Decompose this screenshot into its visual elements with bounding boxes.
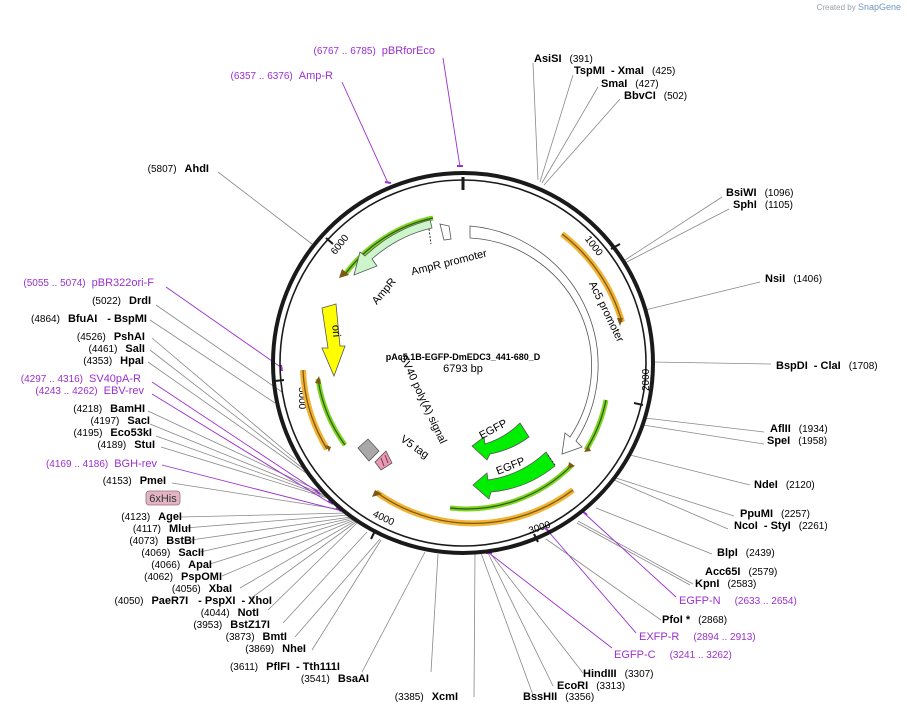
- enzyme-bsshii: BssHII(3356): [523, 691, 594, 703]
- enzyme-acc65i: Acc65I(2579): [705, 566, 777, 578]
- enzyme-eco53ki: (4195)Eco53kI: [74, 427, 153, 439]
- enzyme-kpni: KpnI(2583): [695, 578, 756, 590]
- enzyme-spei: SpeI(1958): [767, 435, 827, 447]
- feature-sv40-polya: [357, 438, 380, 462]
- tick-marks: [274, 237, 644, 543]
- label-v5-tag: V5 tag: [398, 433, 431, 461]
- enzyme-smai: SmaI(427): [601, 78, 659, 90]
- enzyme-noti: (4044)NotI: [201, 607, 259, 619]
- enzyme-sacii: (4069)SacII: [141, 547, 204, 559]
- enzyme-drdi: (5022)DrdI: [92, 295, 151, 307]
- snapgene-brand: Created by SnapGene: [817, 2, 901, 12]
- enzyme-ppumi: PpuMI(2257): [740, 508, 810, 520]
- primer-bgh-rev: (4169 .. 4186)BGH-rev: [46, 458, 158, 470]
- primer-ebv-rev: (4243 .. 4262)EBV-rev: [35, 385, 144, 397]
- tick-2000: 2000: [641, 368, 652, 391]
- enzyme-xcmi: (3385)XcmI: [395, 691, 458, 703]
- brand-created-by: Created by: [816, 3, 856, 12]
- enzyme-bbvci: BbvCI(502): [624, 90, 687, 102]
- tick-labels: 1000 2000 3000 4000 5000 6000: [296, 232, 652, 536]
- label-ampr: AmpR: [370, 276, 399, 307]
- feature-ampr-promoter: [439, 223, 452, 241]
- enzyme-bstbi: (4073)BstBI: [129, 535, 195, 547]
- label-ori: ori: [329, 324, 342, 337]
- enzyme-pfoi: PfoI *(2868): [662, 614, 727, 626]
- enzyme-asisi: AsiSI(391): [534, 53, 593, 65]
- primer-labels: (6767 .. 6785)pBRforEco (6357 .. 6376)Am…: [21, 45, 797, 661]
- primer-egfp-n: EGFP-N(2633 .. 2654): [679, 595, 797, 607]
- enzyme-bstz17i: (3953)BstZ17I: [193, 619, 270, 631]
- enzyme-labels-right: AsiSI(391) TspMI- XmaI(425) SmaI(427) Bb…: [523, 53, 878, 703]
- green-arcs: [315, 215, 609, 512]
- brand-name: SnapGene: [857, 2, 901, 12]
- enzyme-nhei: (3869)NheI: [245, 643, 306, 655]
- enzyme-hindiii: HindIII(3307): [583, 668, 654, 680]
- orf-arcs: [300, 231, 625, 527]
- enzyme-ncoi: NcoI- StyI(2261): [734, 520, 828, 532]
- feature-v5-tag: [374, 450, 393, 471]
- enzyme-stui: (4189)StuI: [97, 439, 155, 451]
- enzyme-hpai: (4353)HpaI: [83, 355, 144, 367]
- enzyme-bsaai: (3541)BsaAI: [301, 673, 369, 685]
- enzyme-pshai: (4526)PshAI: [77, 331, 145, 343]
- enzyme-sali: (4461)SalI: [89, 343, 145, 355]
- enzyme-bfuai: (4864)BfuAI- BspMI: [31, 313, 147, 325]
- primer-sv40pa-r: (4297 .. 4316)SV40pA-R: [21, 373, 141, 385]
- his-tag-text: 6xHis: [149, 493, 177, 505]
- feature-ac5-promoter: [469, 225, 599, 455]
- his-tag-label: 6xHis: [145, 490, 181, 506]
- plasmid-length: 6793 bp: [443, 363, 483, 375]
- primer-connectors: [151, 57, 677, 649]
- enzyme-aflii: AflII(1934): [770, 423, 828, 435]
- plasmid-name: pAc5.1B-EGFP-DmEDC3_441-680_D: [386, 352, 541, 362]
- tick-4000: 4000: [371, 509, 396, 529]
- feature-egfp-1: [471, 422, 530, 461]
- primer-amp-r: (6357 .. 6376)Amp-R: [231, 70, 334, 82]
- enzyme-bmti: (3873)BmtI: [226, 631, 287, 643]
- primer-pbrforeco: (6767 .. 6785)pBRforEco: [314, 45, 435, 57]
- enzyme-labels-left: (3385)XcmI (3541)BsaAI (3611)PflFI- Tth1…: [31, 163, 458, 703]
- feature-ampr: [353, 219, 433, 276]
- orf-arrowheads: [315, 269, 623, 497]
- enzyme-bsiwi: BsiWI(1096): [726, 187, 793, 199]
- label-ampr-promoter: AmpR promoter: [410, 248, 489, 279]
- enzyme-ecori: EcoRI(3313): [557, 680, 625, 692]
- enzyme-bamhi: (4218)BamHI: [73, 403, 145, 415]
- enzyme-nsii: NsiI(1406): [765, 273, 822, 285]
- enzyme-xbai: (4056)XbaI: [172, 583, 232, 595]
- primer-pbr322ori-f: (5055 .. 5074)pBR322ori-F: [23, 277, 154, 289]
- enzyme-blpi: BlpI(2439): [717, 547, 775, 559]
- enzyme-agei: (4123)AgeI: [121, 511, 182, 523]
- enzyme-mlui: (4117)MluI: [133, 523, 191, 535]
- backbone: [271, 171, 655, 555]
- enzyme-sphi: SphI(1105): [733, 199, 793, 211]
- enzyme-pflfi: (3611)PflFI- Tth111I: [230, 661, 340, 673]
- primer-egfp-c: EGFP-C(3241 .. 3262): [614, 649, 732, 661]
- enzyme-apai: (4066)ApaI: [151, 559, 212, 571]
- enzyme-saci: (4197)SacI: [90, 415, 150, 427]
- label-sv40-polya: SV40 poly(A) signal: [397, 353, 449, 446]
- enzyme-tspmi: TspMI- XmaI(425): [574, 65, 675, 77]
- enzyme-ahdi: (5807)AhdI: [148, 163, 209, 175]
- tick-6000: 6000: [329, 232, 352, 257]
- enzyme-pmei: (4153)PmeI: [103, 475, 166, 487]
- feature-ori: [321, 303, 346, 378]
- enzyme-pspomi: (4062)PspOMI: [144, 571, 222, 583]
- enzyme-ndei: NdeI(2120): [754, 479, 815, 491]
- feature-egfp-2: [472, 451, 556, 500]
- primer-exfp-r: EXFP-R(2894 .. 2913): [639, 631, 756, 643]
- tick-5000: 5000: [296, 387, 307, 410]
- enzyme-bspdi: BspDI- ClaI(1708): [776, 360, 878, 372]
- enzyme-paer7i: (4050)PaeR7I- PspXI- XhoI: [115, 595, 272, 607]
